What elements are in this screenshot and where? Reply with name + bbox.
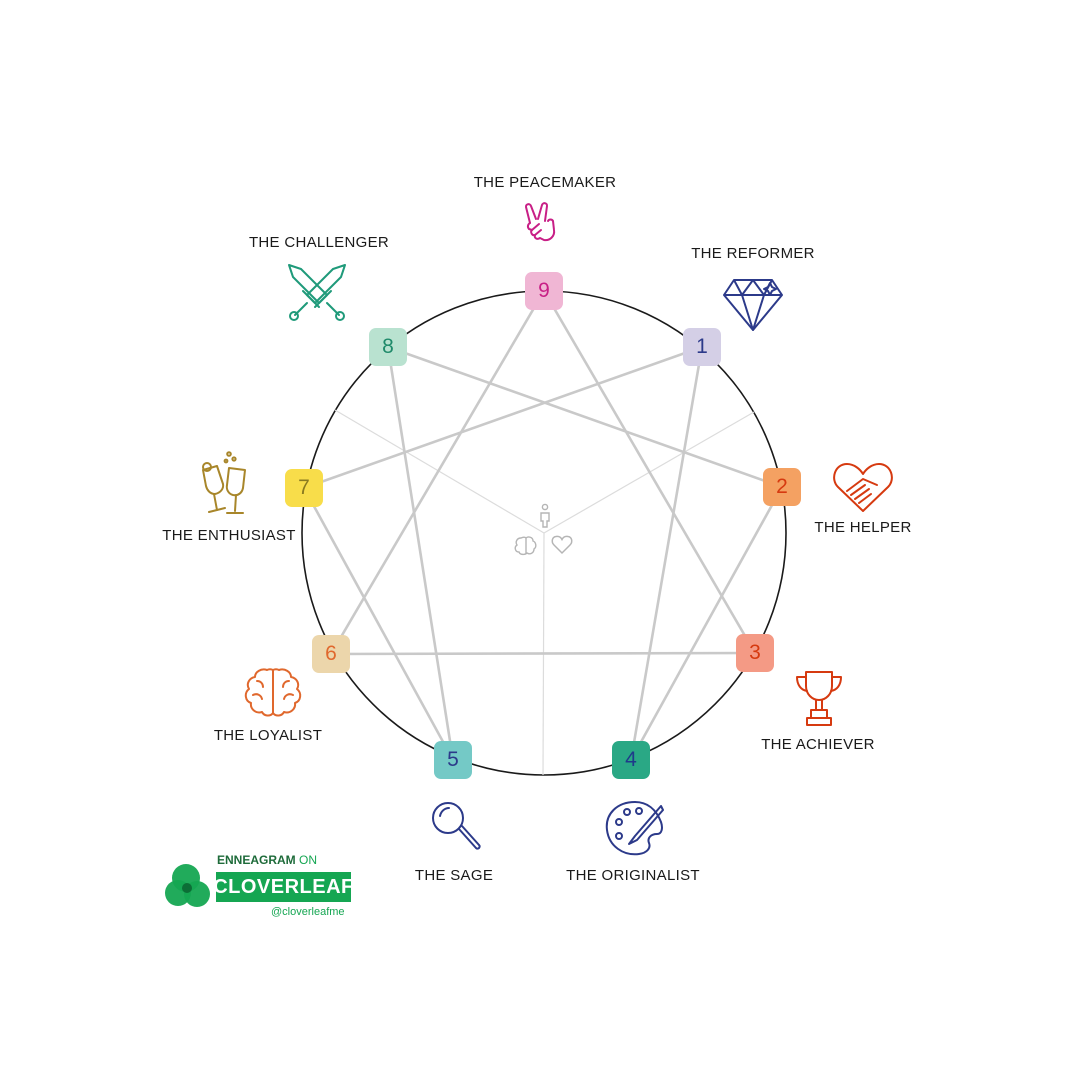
type-number: 3: [749, 641, 761, 664]
connection-line-8-5: [386, 346, 455, 761]
logo-on: ON: [299, 853, 318, 867]
connection-lines: [302, 290, 784, 761]
type-node-5[interactable]: 5: [434, 741, 472, 779]
diamond-icon: [723, 279, 783, 331]
head-icon: [514, 536, 537, 556]
type-node-8[interactable]: 8: [369, 328, 407, 366]
connection-line-7-1: [303, 345, 703, 490]
type-label-7: THE ENTHUSIAST: [162, 527, 296, 544]
type-number: 8: [382, 335, 394, 358]
swords-icon: [288, 264, 346, 321]
type-label-1: THE REFORMER: [691, 245, 815, 262]
magnifier-icon: [432, 802, 481, 850]
type-node-1[interactable]: 1: [683, 328, 721, 366]
type-number: 2: [776, 475, 788, 498]
brain-icon: [244, 668, 302, 717]
type-label-8: THE CHALLENGER: [248, 234, 390, 251]
type-label-6: THE LOYALIST: [213, 727, 323, 744]
logo-tagline: ENNEAGRAM ON: [217, 853, 317, 867]
type-label-2: THE HELPER: [814, 519, 912, 536]
type-label-5: THE SAGE: [414, 867, 494, 884]
type-number: 4: [625, 748, 637, 771]
connection-line-5-7: [302, 487, 455, 761]
champagne-icon: [202, 451, 246, 514]
type-node-3[interactable]: 3: [736, 634, 774, 672]
cloverleaf-logo-mark: [165, 864, 210, 907]
logo-handle: @cloverleafme: [271, 906, 345, 918]
type-node-4[interactable]: 4: [612, 741, 650, 779]
type-node-9[interactable]: 9: [525, 272, 563, 310]
type-label-4: THE ORIGINALIST: [566, 867, 700, 884]
type-label-9: THE PEACEMAKER: [473, 174, 617, 191]
trophy-icon: [796, 671, 842, 726]
type-number: 7: [298, 476, 310, 499]
palette-icon: [605, 801, 664, 856]
type-label-3: THE ACHIEVER: [761, 736, 875, 753]
peace-hand-icon: [524, 202, 556, 242]
heart-hands-icon: [833, 463, 893, 512]
connection-line-1-4: [629, 346, 704, 761]
type-number: 1: [696, 335, 708, 358]
connection-line-9-3: [542, 290, 757, 654]
connection-line-3-6: [330, 651, 756, 656]
logo-wordmark: CLOVERLEAF: [213, 872, 353, 902]
type-number: 6: [325, 642, 337, 665]
type-node-6[interactable]: 6: [312, 635, 350, 673]
cloverleaf-logo[interactable]: ENNEAGRAM ON CLOVERLEAF @cloverleafme: [165, 853, 365, 923]
logo-enneagram: ENNEAGRAM: [217, 853, 296, 867]
type-number: 9: [538, 279, 550, 302]
body-icon: [540, 503, 550, 528]
connection-line-4-2: [629, 486, 784, 761]
type-number: 5: [447, 748, 459, 771]
type-node-2[interactable]: 2: [763, 468, 801, 506]
connection-line-2-8: [387, 345, 783, 489]
type-node-7[interactable]: 7: [285, 469, 323, 507]
center-dividers: [334, 409, 755, 776]
connection-line-6-9: [329, 290, 546, 655]
heart-icon: [551, 535, 573, 555]
